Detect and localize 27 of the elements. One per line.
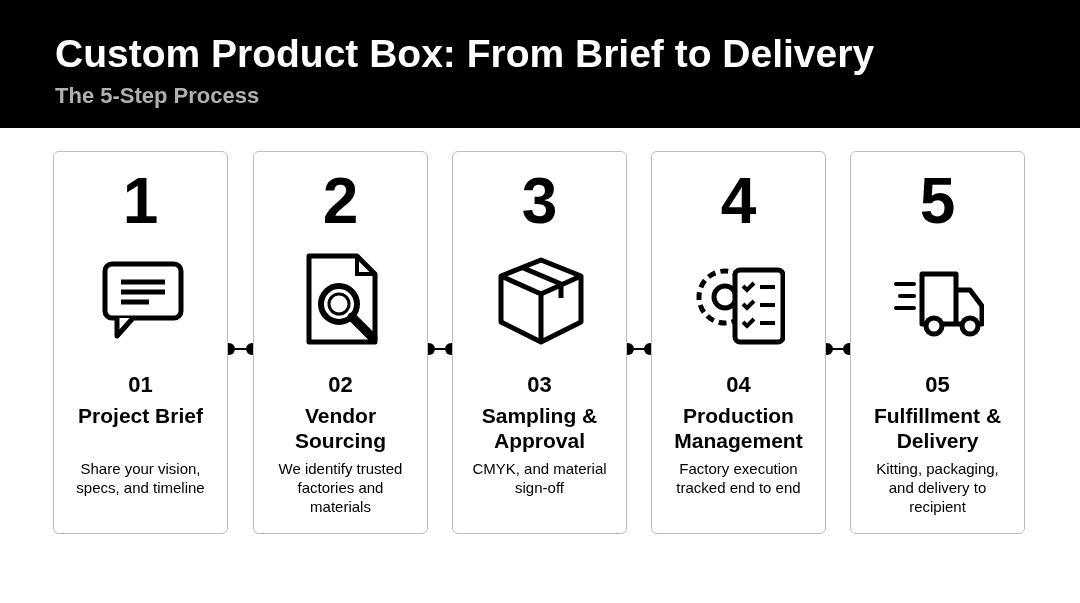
step-description: Factory execution tracked end to end [675, 459, 802, 497]
step-card [452, 151, 627, 534]
step-code: 03 [526, 372, 553, 398]
step-description: We identify trusted factories and materials [277, 459, 404, 516]
step-number: 4 [719, 166, 758, 236]
step-number: 2 [321, 166, 360, 236]
subtitle: The 5-Step Process [55, 83, 260, 109]
step-code: 05 [924, 372, 951, 398]
step-card [253, 151, 428, 534]
step-title: Sampling & Approval [480, 403, 599, 453]
step-description: CMYK, and material sign-off [471, 459, 608, 497]
step-card [651, 151, 826, 534]
step-title: Fulfillment & Delivery [872, 403, 1003, 453]
step-description: Share your vision, specs, and timeline [75, 459, 206, 497]
step-code: 04 [725, 372, 752, 398]
step-number: 3 [520, 166, 559, 236]
step-description: Kitting, packaging, and delivery to recipient [875, 459, 1000, 516]
title: Custom Product Box: From Brief to Delivery [55, 32, 875, 76]
step-number: 1 [121, 166, 160, 236]
step-title: Production Management [673, 403, 804, 453]
step-title: Vendor Sourcing [294, 403, 387, 453]
step-code: 02 [327, 372, 354, 398]
step-number: 5 [918, 166, 957, 236]
step-title: Project Brief [77, 403, 204, 428]
step-card [53, 151, 228, 534]
step-card [850, 151, 1025, 534]
step-code: 01 [127, 372, 154, 398]
